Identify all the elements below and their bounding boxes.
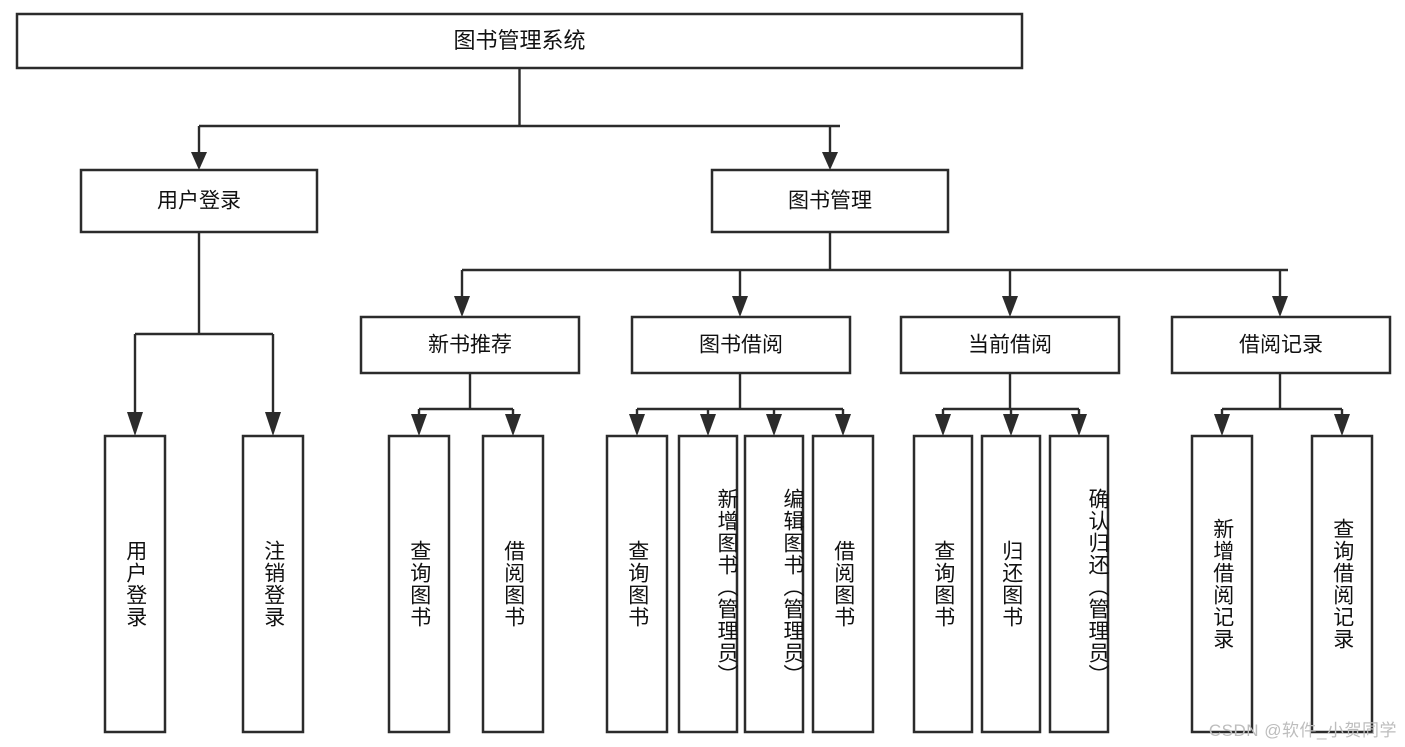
arrow-user-login-l1 [127,412,143,436]
node-new-book-recommend[interactable] [359,315,581,375]
leaf-query-borrow-record[interactable] [1310,434,1374,734]
leaf-user-login[interactable] [103,434,167,734]
node-book-management[interactable] [710,168,950,234]
leaf-logout-login[interactable] [241,434,305,734]
arrow-book-borrow-l2 [700,414,716,436]
arrow-user-login-l2 [265,412,281,436]
arrow-current-borrow-l3 [1071,414,1087,436]
leaf-query-book-current[interactable] [912,434,974,734]
connectors-group [127,68,1350,436]
arrow-current-borrow-l1 [935,414,951,436]
node-new-book-recommend-label: 新书推荐 [428,334,512,357]
leaf-confirm-return-admin[interactable] [1048,434,1110,734]
leaf-add-borrow-record[interactable] [1190,434,1254,734]
leaf-query-book-rec[interactable] [387,434,451,734]
arrow-borrow-record-l1 [1214,414,1230,436]
leaf-borrow-book[interactable] [811,434,875,734]
node-current-borrow[interactable] [899,315,1121,375]
leaf-query-book-borrow[interactable] [605,434,669,734]
arrow-book-borrow-l3 [766,414,782,436]
leaf-edit-book-admin[interactable] [743,434,805,734]
node-book-borrow[interactable] [630,315,852,375]
node-user-login[interactable] [79,168,319,234]
arrow-to-current-borrow [1002,296,1018,317]
arrow-book-borrow-l4 [835,414,851,436]
node-user-login-label: 用户登录 [157,190,241,213]
leaf-add-book-admin[interactable] [677,434,739,734]
node-book-borrow-label: 图书借阅 [699,334,783,357]
arrow-current-borrow-l2 [1003,414,1019,436]
node-borrow-record-label: 借阅记录 [1239,334,1323,357]
arrow-root-to-book-mgmt [822,152,838,170]
arrow-to-new-book-rec [454,296,470,317]
leaf-return-book[interactable] [980,434,1042,734]
arrow-borrow-record-l2 [1334,414,1350,436]
node-borrow-record[interactable] [1170,315,1392,375]
node-root-system-label: 图书管理系统 [453,28,585,53]
arrow-to-borrow-record [1272,296,1288,317]
node-current-borrow-label: 当前借阅 [968,334,1052,357]
watermark-text: CSDN @软件_小贺同学 [1208,721,1397,740]
node-book-management-label: 图书管理 [788,190,872,213]
arrow-new-book-rec-l2 [505,414,521,436]
leaf-borrow-book-rec[interactable] [481,434,545,734]
node-root-system[interactable] [15,12,1024,70]
arrow-root-to-user-login [191,152,207,170]
nodes-group: 图书管理系统 用户登录 图书管理 新书推荐 图书借阅 当前借阅 借阅记录 [15,12,1392,734]
arrow-book-borrow-l1 [629,414,645,436]
arrow-to-book-borrow [732,296,748,317]
arrow-new-book-rec-l1 [411,414,427,436]
